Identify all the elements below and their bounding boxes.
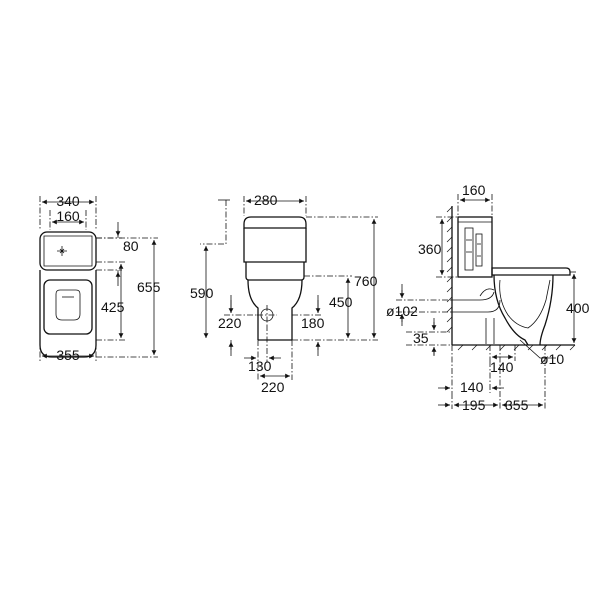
side-bowl-inner — [499, 279, 551, 329]
side-drain-pipe — [485, 318, 495, 344]
dim-outlet-offset-label: 180 — [301, 315, 325, 331]
side-seat — [491, 267, 571, 276]
top-tank-outline — [39, 231, 97, 271]
side-tank-outline — [457, 216, 493, 278]
dim-tank-width-ext — [243, 196, 307, 216]
top-view: 340 160 80 655 425 355 — [39, 193, 161, 363]
dim-drain-offset-ext — [489, 345, 516, 361]
dim-bowl-height-label: 400 — [566, 300, 590, 316]
dim-tank-depth-ext — [96, 237, 122, 271]
dim-floor-length-label: 355 — [505, 397, 529, 413]
dim-top-inner-label: 160 — [56, 208, 80, 224]
front-tank-lid — [243, 216, 307, 229]
dim-total-length-ext — [96, 237, 158, 358]
side-fill-valve — [475, 233, 483, 267]
dim-pipe-center-ext — [406, 331, 452, 346]
dim-outlet-height-label: 220 — [218, 315, 242, 331]
dim-inlet-leader — [200, 200, 227, 245]
dim-fix-hole-label: ø10 — [540, 351, 564, 367]
dim-pipe-diameter-ext — [396, 299, 452, 313]
front-outlet-center — [257, 305, 277, 325]
front-bowl-outline — [247, 279, 303, 340]
dim-pipe-diameter-label: ø102 — [386, 303, 418, 319]
side-trap-pipe — [452, 291, 501, 313]
dim-wall-drain-ext — [451, 345, 491, 393]
dim-drain-offset-label: 140 — [490, 359, 514, 375]
dim-top-width-label: 340 — [56, 193, 80, 209]
dim-fix-hole-leader — [519, 339, 556, 359]
dim-tank-width-label: 280 — [254, 192, 278, 208]
front-tank-body — [243, 228, 307, 263]
dim-bowl-length-ext — [96, 261, 125, 341]
side-trap-curve — [479, 288, 495, 297]
top-bowl-opening — [55, 289, 81, 321]
side-floor-hatch — [457, 344, 576, 351]
dim-outlet-width-label: 130 — [248, 358, 272, 374]
dim-tank-height-ext — [436, 216, 458, 278]
dim-floor-ext — [451, 345, 546, 409]
dim-base-width-ext — [39, 340, 97, 362]
dim-tank-depth-label: 80 — [123, 238, 139, 254]
dim-tank-offset-label: 160 — [462, 182, 486, 198]
dim-inlet-height-label: 590 — [190, 285, 214, 301]
dim-wall-drain-label: 140 — [460, 379, 484, 395]
dim-total-height-ext — [292, 216, 378, 341]
dim-pipe-center-label: 35 — [413, 330, 429, 346]
dim-rim-height-label: 450 — [329, 294, 353, 310]
dim-top-width-ext — [39, 196, 97, 230]
dim-tank-height-label: 360 — [418, 241, 442, 257]
top-bowl-outline — [39, 270, 97, 358]
dim-bowl-length-label: 425 — [101, 299, 125, 315]
dim-total-length-label: 655 — [137, 279, 161, 295]
side-mechanism-details — [466, 239, 481, 257]
front-seat-band — [245, 262, 305, 281]
top-tank-inner — [43, 235, 93, 267]
front-view: 280 590 760 450 220 180 130 220 — [190, 192, 378, 395]
dim-tank-offset-ext — [457, 194, 493, 216]
dim-total-height-label: 760 — [354, 273, 378, 289]
dim-outlet-width-ext — [257, 325, 268, 362]
dim-wall-offset-label: 195 — [462, 397, 486, 413]
side-flush-valve — [464, 227, 474, 271]
side-bowl-outline — [493, 274, 554, 346]
dim-front-base-ext — [257, 340, 293, 380]
top-seat-outline — [43, 279, 93, 335]
dim-base-width-label: 355 — [56, 347, 80, 363]
dim-top-inner-ext — [49, 210, 87, 230]
side-wall-hatch — [446, 206, 453, 333]
side-view: 160 360 ø102 400 35 140 ø10 140 — [386, 182, 590, 413]
dim-front-base-label: 220 — [261, 379, 285, 395]
top-inlet-cross — [57, 246, 67, 256]
